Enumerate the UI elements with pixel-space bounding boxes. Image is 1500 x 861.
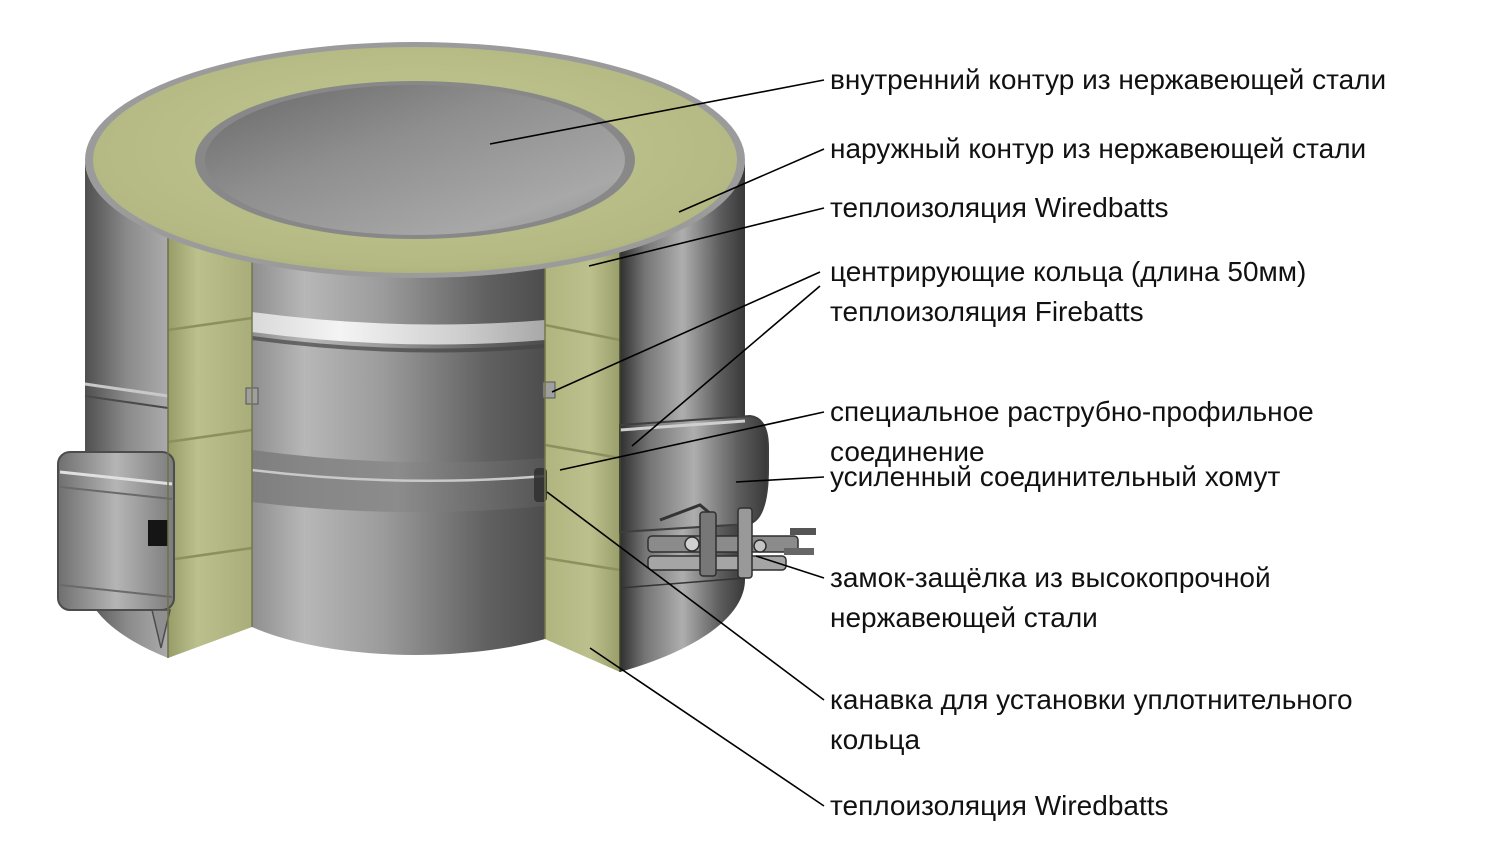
callout-lines	[489, 79, 825, 807]
leader-groove	[546, 491, 825, 701]
left-shell-step-light	[84, 382, 169, 398]
label-line: усиленный соединительный хомут	[830, 461, 1281, 492]
label-socket-profile-joint: специальное раструбно-профильное соедине…	[830, 392, 1314, 472]
label-line: соединение	[830, 436, 985, 467]
label-sealing-ring-groove: канавка для установки уплотнительного ко…	[830, 680, 1353, 760]
pipe-bore	[205, 85, 625, 235]
leader-outer-contour	[678, 148, 825, 213]
label-line: канавка для установки уплотнительного	[830, 684, 1353, 715]
socket-flare-right	[619, 414, 769, 534]
clamp-bottom-tab	[151, 609, 171, 649]
sealing-groove	[534, 468, 547, 502]
label-line: наружный контур из нержавеющей стали	[830, 133, 1367, 164]
label-line: специальное раструбно-профильное	[830, 396, 1314, 427]
label-line: теплоизоляция Firebatts	[830, 296, 1144, 327]
label-line: внутренний контур из нержавеющей стали	[830, 64, 1387, 95]
clamp-lock-slot	[148, 520, 168, 546]
label-line: теплоизоляция Wiredbatts	[830, 192, 1169, 223]
leader-clamp	[735, 476, 825, 483]
leader-centering-a	[551, 271, 821, 393]
label-insulation-wiredbatts-upper: теплоизоляция Wiredbatts	[830, 188, 1169, 228]
leader-inner-contour	[489, 79, 825, 145]
label-centering-rings: центрирующие кольца (длина 50мм) теплоиз…	[830, 252, 1306, 332]
label-line: теплоизоляция Wiredbatts	[830, 790, 1169, 821]
leader-socket-joint	[559, 411, 825, 471]
top-ring	[85, 42, 745, 278]
right-shell-step-dark	[619, 577, 746, 589]
label-insulation-wiredbatts-lower: теплоизоляция Wiredbatts	[830, 786, 1169, 826]
label-line: замок-защёлка из высокопрочной	[830, 562, 1271, 593]
insulation-cut-face-right	[545, 219, 620, 672]
leader-latch	[755, 555, 825, 579]
right-shell-step-light	[619, 419, 746, 432]
pipe-body	[57, 42, 816, 672]
leader-centering-b	[631, 285, 821, 447]
latch-hardware	[647, 503, 816, 579]
label-latch-lock: замок-защёлка из высокопрочной нержавеющ…	[830, 558, 1271, 638]
inner-joint-highlight	[252, 312, 545, 345]
label-line: нержавеющей стали	[830, 602, 1098, 633]
label-inner-contour: внутренний контур из нержавеющей стали	[830, 60, 1386, 100]
inner-pipe-face	[252, 207, 545, 655]
label-outer-contour: наружный контур из нержавеющей стали	[830, 129, 1366, 169]
insulation-seams	[167, 316, 621, 572]
label-line: кольца	[830, 724, 921, 755]
section-edges	[167, 207, 621, 672]
inner-joint-shadow	[251, 336, 546, 353]
socket-profile-edge	[251, 468, 546, 483]
left-shell-step-dark	[84, 395, 169, 409]
label-line: центрирующие кольца (длина 50мм)	[830, 256, 1307, 287]
leader-insulation-lower	[589, 647, 825, 807]
leader-insulation-upper	[588, 207, 825, 267]
label-reinforced-clamp: усиленный соединительный хомут	[830, 457, 1280, 497]
clamp-band	[57, 451, 175, 649]
